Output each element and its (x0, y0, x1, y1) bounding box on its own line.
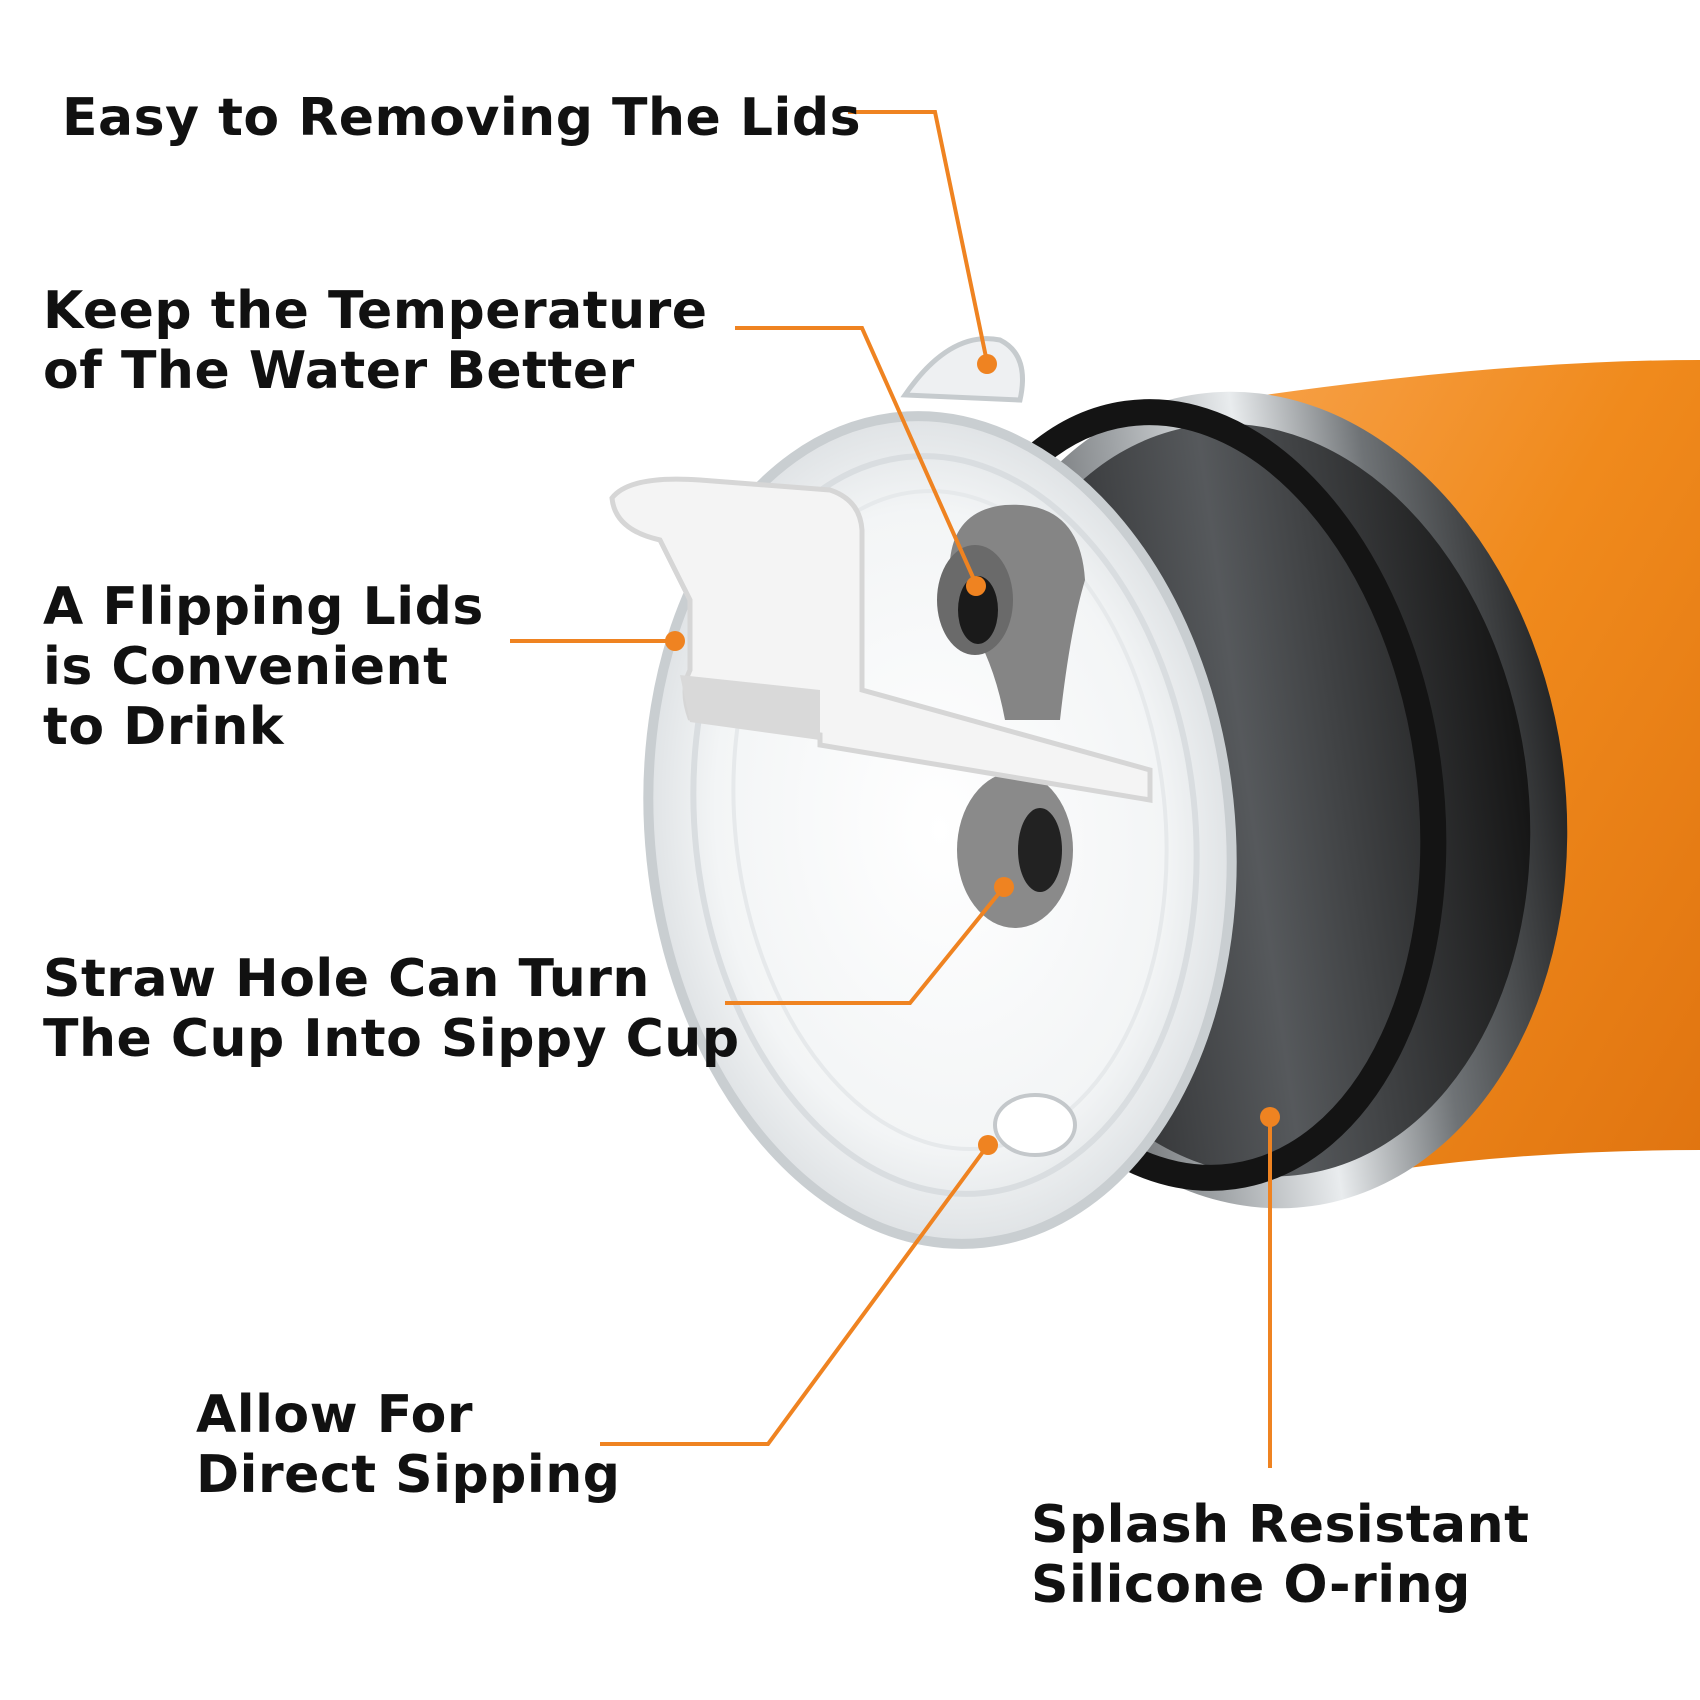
leader-remove-lids (848, 110, 989, 363)
dot-flipping-lid (665, 631, 685, 651)
dot-direct-sipping (978, 1135, 998, 1155)
callout-line: of The Water Better (43, 341, 635, 401)
callout-flipping-lid: A Flipping Lids is Convenient to Drink (43, 577, 484, 757)
callout-line: Allow For (196, 1385, 474, 1445)
callout-line: is Convenient (43, 637, 449, 697)
dot-straw-hole (994, 877, 1014, 897)
leader-straw-hole (725, 885, 1006, 1005)
callout-line: Splash Resistant (1031, 1495, 1530, 1555)
callout-line: Straw Hole Can Turn (43, 949, 650, 1009)
lid-pull-tab (900, 336, 1025, 403)
callout-line: The Cup Into Sippy Cup (43, 1009, 740, 1069)
callout-line: Silicone O-ring (1031, 1555, 1471, 1615)
callout-line: Keep the Temperature (43, 281, 708, 341)
dot-remove-lids (977, 354, 997, 374)
callout-remove-lids: Easy to Removing The Lids (62, 88, 861, 148)
callout-o-ring: Splash Resistant Silicone O-ring (1031, 1495, 1530, 1615)
callout-line: A Flipping Lids (43, 577, 484, 637)
dot-temperature (966, 576, 986, 596)
leader-direct-sipping (600, 1143, 990, 1446)
direct-sip-opening (993, 1093, 1077, 1157)
callout-straw-hole: Straw Hole Can Turn The Cup Into Sippy C… (43, 949, 740, 1069)
dot-o-ring (1260, 1107, 1280, 1127)
callout-line: Direct Sipping (196, 1445, 621, 1505)
callout-direct-sipping: Allow For Direct Sipping (196, 1385, 620, 1505)
callout-line: to Drink (43, 697, 284, 757)
leader-temperature (735, 326, 978, 585)
callout-temperature: Keep the Temperature of The Water Better (43, 281, 708, 401)
callout-line: Easy to Removing The Lids (62, 88, 862, 148)
